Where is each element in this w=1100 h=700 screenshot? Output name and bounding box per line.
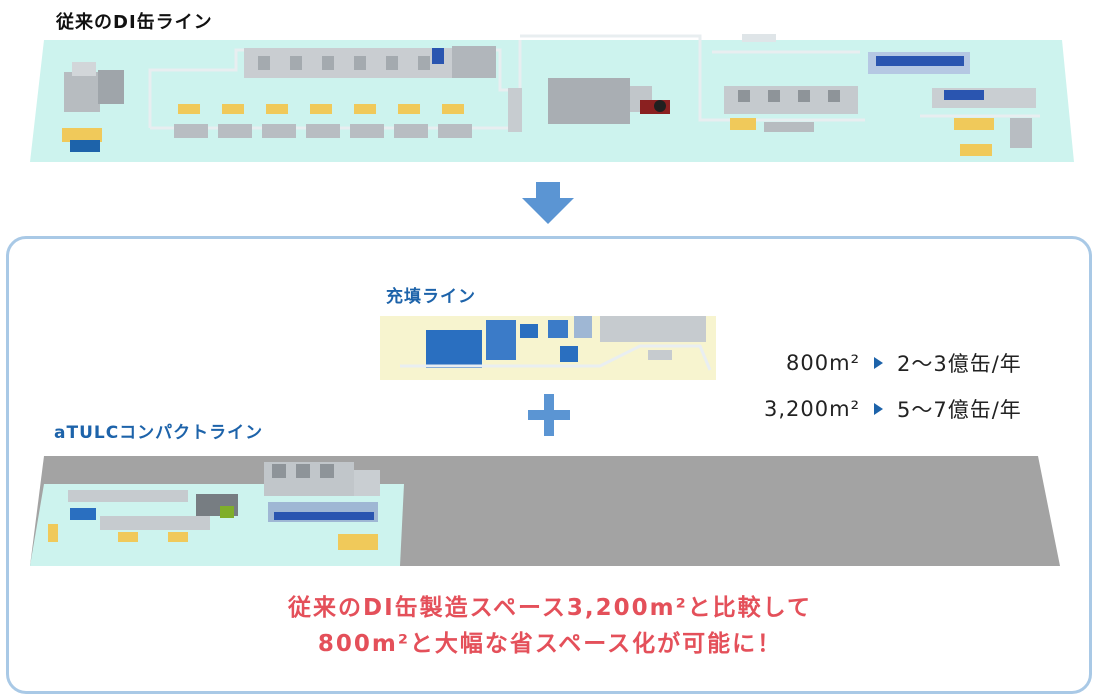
- area-value: 800m²: [786, 351, 860, 375]
- filling-line-label: 充填ライン: [386, 287, 476, 307]
- palletizer-unit: [742, 34, 1036, 156]
- conventional-line-floorplan: [30, 34, 1074, 162]
- spec-row-compact: 800m² 2〜3億缶/年: [756, 348, 1022, 378]
- spec-row-conventional: 3,200m² 5〜7億缶/年: [756, 394, 1022, 424]
- washer-unit: [244, 46, 496, 78]
- conventional-line-title: 従来のDI缶ライン: [56, 12, 213, 33]
- atulc-line-machines: [48, 462, 380, 550]
- coating-unit: [724, 86, 858, 132]
- triangle-right-icon: [874, 357, 883, 369]
- cupping-press-machine: [62, 62, 124, 152]
- caption-line-2: 800m²と大幅な省スペース化が可能に！: [317, 631, 783, 657]
- bodymaker-row: [178, 104, 464, 114]
- down-arrow-icon: [522, 182, 574, 224]
- capacity-value: 2〜3億缶/年: [897, 352, 1022, 376]
- trimmer-row: [174, 124, 472, 138]
- filling-line-conveyor: [400, 344, 712, 371]
- area-value: 3,200m²: [764, 397, 860, 421]
- triangle-right-icon: [874, 403, 883, 415]
- plus-icon: [528, 394, 570, 436]
- capacity-value: 5〜7億缶/年: [897, 398, 1022, 422]
- printer-oven-unit: [508, 78, 670, 132]
- atulc-compact-line-label: aTULCコンパクトライン: [54, 423, 264, 443]
- caption-line-1: 従来のDI缶製造スペース3,200m²と比較して: [288, 595, 812, 621]
